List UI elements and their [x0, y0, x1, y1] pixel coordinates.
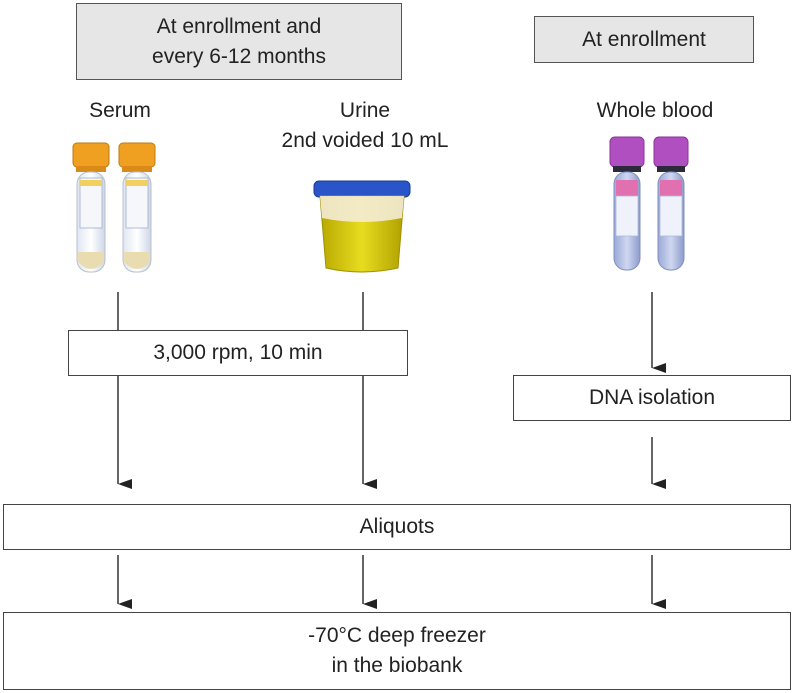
- centrifuge-step: 3,000 rpm, 10 min: [68, 330, 408, 376]
- blood-tube-icon: [653, 136, 689, 271]
- header-enrollment-label: At enrollment: [582, 27, 706, 51]
- centrifuge-step-label: 3,000 rpm, 10 min: [153, 341, 323, 364]
- freezer-storage-step-label: -70°C deep freezer in the biobank: [308, 624, 486, 677]
- dna-isolation-step-label: DNA isolation: [588, 386, 716, 409]
- whole-blood-label: Whole blood: [596, 99, 714, 122]
- serum-label: Serum: [89, 99, 151, 122]
- urine-cup-icon: [313, 180, 411, 273]
- serum-tube-icon: [118, 142, 156, 273]
- serum-tube-icon: [72, 142, 110, 273]
- dna-isolation-step: DNA isolation: [513, 375, 791, 421]
- blood-tube-icon: [609, 136, 645, 271]
- freezer-storage-step: -70°C deep freezer in the biobank: [3, 612, 791, 690]
- urine-label: Urine 2nd voided 10 mL: [281, 99, 449, 152]
- header-enrollment-periodic-label: At enrollment and every 6-12 months: [152, 14, 326, 68]
- header-enrollment: At enrollment: [534, 16, 754, 63]
- header-enrollment-periodic: At enrollment and every 6-12 months: [76, 3, 402, 80]
- aliquots-step-label: Aliquots: [359, 515, 435, 538]
- aliquots-step: Aliquots: [3, 504, 791, 550]
